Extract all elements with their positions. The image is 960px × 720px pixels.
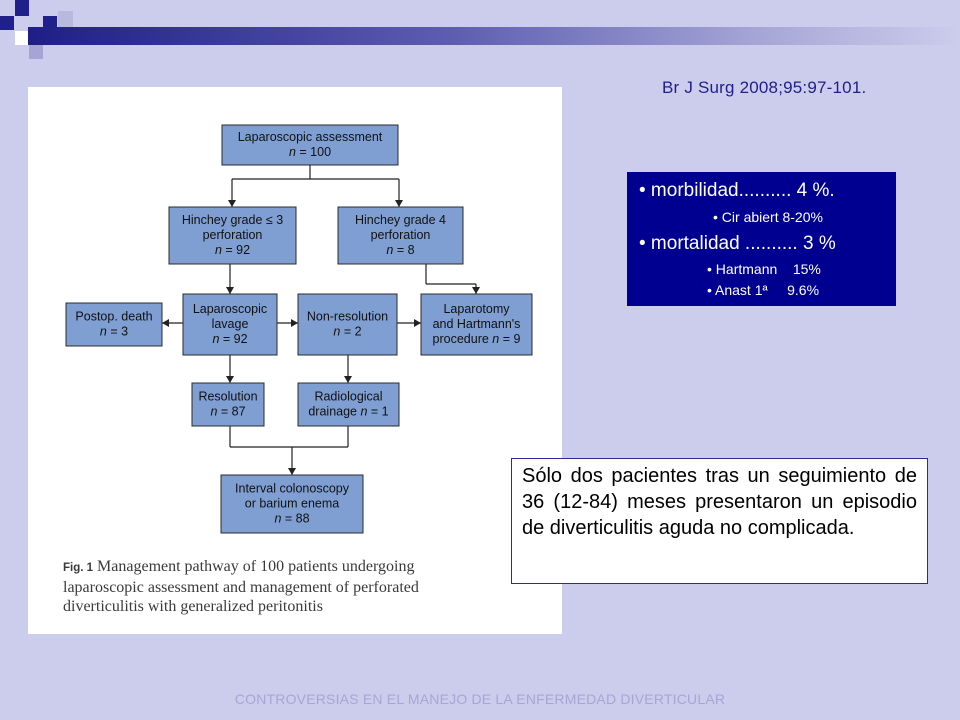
- flow-box-rect: [420, 293, 533, 356]
- flow-box-label: drainage n = 1: [308, 405, 388, 419]
- flow-box-label: n = 92: [215, 243, 250, 257]
- deco-square: [43, 16, 57, 30]
- deco-square: [0, 16, 14, 30]
- caption-label: Fig. 1: [63, 562, 94, 574]
- flow-box-rect: [297, 293, 398, 356]
- mortality-sub-anast: • Anast 1ª 9.6%: [707, 282, 820, 298]
- flow-box-label: perforation: [203, 228, 263, 242]
- arrowhead: [344, 376, 352, 383]
- flow-box-label: n = 3: [100, 325, 128, 339]
- footer: CONTROVERSIAS EN EL MANEJO DE LA ENFERME…: [0, 691, 960, 707]
- arrowhead: [288, 468, 296, 475]
- flow-box-label: n = 8: [386, 243, 414, 257]
- mortality-sub-hartmann: • Hartmann 15%: [707, 261, 821, 277]
- header-gradient-bar: [28, 27, 960, 45]
- morbidity-sub: • Cir abiert 8-20%: [713, 209, 823, 225]
- arrowhead: [291, 319, 298, 327]
- flow-box-rect: [297, 382, 400, 427]
- citation-text: Br J Surg 2008;95:97-101.: [662, 78, 867, 97]
- flow-box-label: and Hartmann's: [433, 317, 521, 331]
- flow-box-label: Hinchey grade 4: [355, 213, 446, 227]
- flow-box-label: lavage: [212, 317, 249, 331]
- arrowhead: [395, 200, 403, 207]
- flow-box-label: Laparoscopic assessment: [238, 130, 383, 144]
- flow-box-label: perforation: [371, 228, 431, 242]
- deco-square: [58, 11, 73, 27]
- deco-square: [29, 44, 43, 59]
- flow-box-label: n = 2: [333, 325, 361, 339]
- flow-box-label: Postop. death: [75, 310, 152, 324]
- flow-box-rect: [337, 206, 464, 265]
- caption-text: Management pathway of 100 patients under…: [63, 558, 419, 615]
- flow-box-rect: [168, 206, 297, 265]
- flow-box-label: Laparoscopic: [193, 302, 267, 316]
- flow-box-rect: [191, 382, 265, 427]
- morbidity-line: • morbilidad.......... 4 %.: [639, 180, 835, 201]
- citation: Br J Surg 2008;95:97-101.: [662, 78, 866, 98]
- flow-box-label: n = 100: [289, 145, 331, 159]
- deco-square: [15, 0, 29, 16]
- flow-box-label: procedure n = 9: [433, 332, 521, 346]
- arrowhead: [228, 200, 236, 207]
- deco-square: [15, 31, 29, 45]
- stats-box: • morbilidad.......... 4 %. • Cir abiert…: [627, 172, 896, 306]
- flow-box-label: Radiological: [314, 390, 382, 404]
- followup-text-box: Sólo dos pacientes tras un seguimiento d…: [511, 458, 928, 584]
- flow-box-rect: [221, 124, 399, 166]
- flow-box-label: n = 88: [274, 512, 309, 526]
- arrowhead: [162, 319, 169, 327]
- flow-box-label: or barium enema: [245, 497, 340, 511]
- flow-box-label: Non-resolution: [307, 310, 388, 324]
- flow-box-rect: [182, 293, 278, 356]
- footer-text: CONTROVERSIAS EN EL MANEJO DE LA ENFERME…: [234, 691, 726, 707]
- flow-box-label: Hinchey grade ≤ 3: [182, 213, 283, 227]
- figure-caption: Fig. 1 Management pathway of 100 patient…: [63, 557, 483, 616]
- flow-box-label: Interval colonoscopy: [235, 482, 350, 496]
- mortality-line: • mortalidad .......... 3 %: [639, 233, 836, 254]
- flow-box-rect: [65, 302, 163, 347]
- flow-box-label: n = 92: [212, 332, 247, 346]
- followup-text: Sólo dos pacientes tras un seguimiento d…: [522, 465, 917, 539]
- arrowhead: [414, 319, 421, 327]
- flow-box-rect: [220, 474, 364, 534]
- flow-box-label: n = 87: [210, 405, 245, 419]
- arrowhead: [226, 287, 234, 294]
- arrowhead: [472, 287, 480, 294]
- flow-box-label: Laparotomy: [443, 302, 510, 316]
- arrowhead: [226, 376, 234, 383]
- flow-box-label: Resolution: [198, 390, 257, 404]
